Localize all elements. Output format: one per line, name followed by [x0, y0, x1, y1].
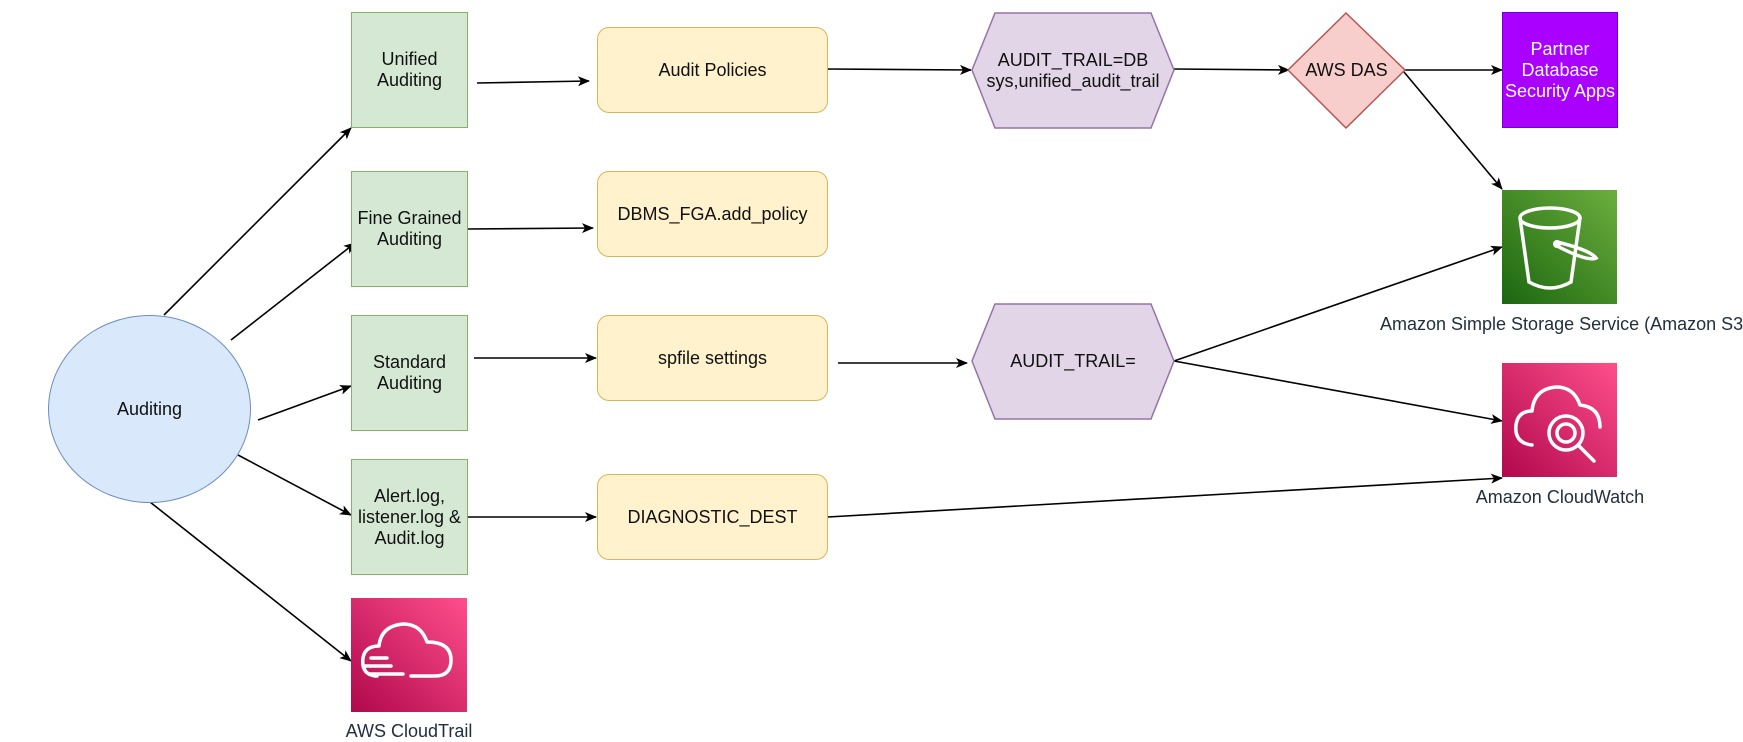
- aws-das-label: AWS DAS: [1305, 60, 1388, 80]
- dbms-fga-add-policy-node: DBMS_FGA.add_policy: [597, 171, 828, 257]
- edge-fga-dbms: [467, 223, 594, 234]
- logs-auditing-node: Alert.log, listener.log & Audit.log: [351, 459, 468, 575]
- amazon-s3-label: Amazon Simple Storage Service (Amazon S3…: [1380, 314, 1743, 334]
- auditing-node: Auditing: [48, 315, 251, 503]
- edge-audittraildb-das: [1173, 64, 1290, 75]
- auditing-label: Auditing: [116, 398, 183, 419]
- edge-auditing-logs: [237, 454, 352, 516]
- edge-unified-policies: [476, 76, 590, 87]
- edge-audittrail-cloudwatch: [1173, 360, 1503, 424]
- aws-cloudtrail-label: AWS CloudTrail: [345, 721, 473, 741]
- spfile-settings-node: spfile settings: [597, 315, 828, 401]
- cloudtrail-icon: [351, 598, 467, 712]
- audit-trail-hexagon: [971, 303, 1175, 420]
- audit-trail-db-label-box: AUDIT_TRAIL=DB sys,unified_audit_trail: [972, 13, 1174, 128]
- fine-grained-auditing-label: Fine Grained Auditing: [357, 208, 462, 249]
- edge-auditing-cloudtrail: [149, 501, 352, 662]
- diagnostic-dest-node: DIAGNOSTIC_DEST: [597, 474, 828, 560]
- s3-bucket-icon: [1502, 190, 1617, 304]
- dbms-fga-add-policy-label: DBMS_FGA.add_policy: [617, 203, 808, 224]
- partner-database-security-apps-node: Partner Database Security Apps: [1502, 12, 1618, 128]
- unified-auditing-label: Unified Auditing: [376, 49, 443, 90]
- standard-auditing-label: Standard Auditing: [372, 352, 447, 393]
- fine-grained-auditing-node: Fine Grained Auditing: [351, 171, 468, 287]
- diagnostic-dest-label: DIAGNOSTIC_DEST: [627, 506, 798, 527]
- audit-trail-label-box: AUDIT_TRAIL=: [972, 304, 1174, 419]
- edge-auditing-standard: [257, 385, 352, 421]
- audit-trail-db-label: AUDIT_TRAIL=DB sys,unified_audit_trail: [986, 49, 1160, 91]
- unified-auditing-node: Unified Auditing: [351, 12, 468, 128]
- edge-auditing-fga: [230, 242, 356, 341]
- spfile-settings-label: spfile settings: [657, 347, 768, 368]
- edge-policies-audittraildb: [827, 64, 972, 75]
- amazon-cloudwatch-label: Amazon CloudWatch: [1475, 487, 1645, 507]
- edge-das-s3: [1403, 71, 1503, 190]
- aws-das-label-box: AWS DAS: [1288, 13, 1405, 128]
- logs-auditing-label: Alert.log, listener.log & Audit.log: [357, 485, 462, 548]
- edge-audittrail-s3: [1173, 245, 1503, 362]
- cloudwatch-icon: [1502, 363, 1617, 477]
- edge-diagnostic-cloudwatch: [827, 473, 1503, 518]
- audit-trail-label: AUDIT_TRAIL=: [1010, 351, 1136, 371]
- audit-policies-label: Audit Policies: [658, 59, 767, 80]
- audit-policies-node: Audit Policies: [597, 27, 828, 113]
- aws-das-diamond: [1286, 11, 1407, 130]
- audit-trail-db-hexagon: [971, 12, 1175, 129]
- standard-auditing-node: Standard Auditing: [351, 315, 468, 431]
- edge-auditing-unified: [163, 127, 352, 316]
- partner-database-security-apps-label: Partner Database Security Apps: [1504, 38, 1616, 101]
